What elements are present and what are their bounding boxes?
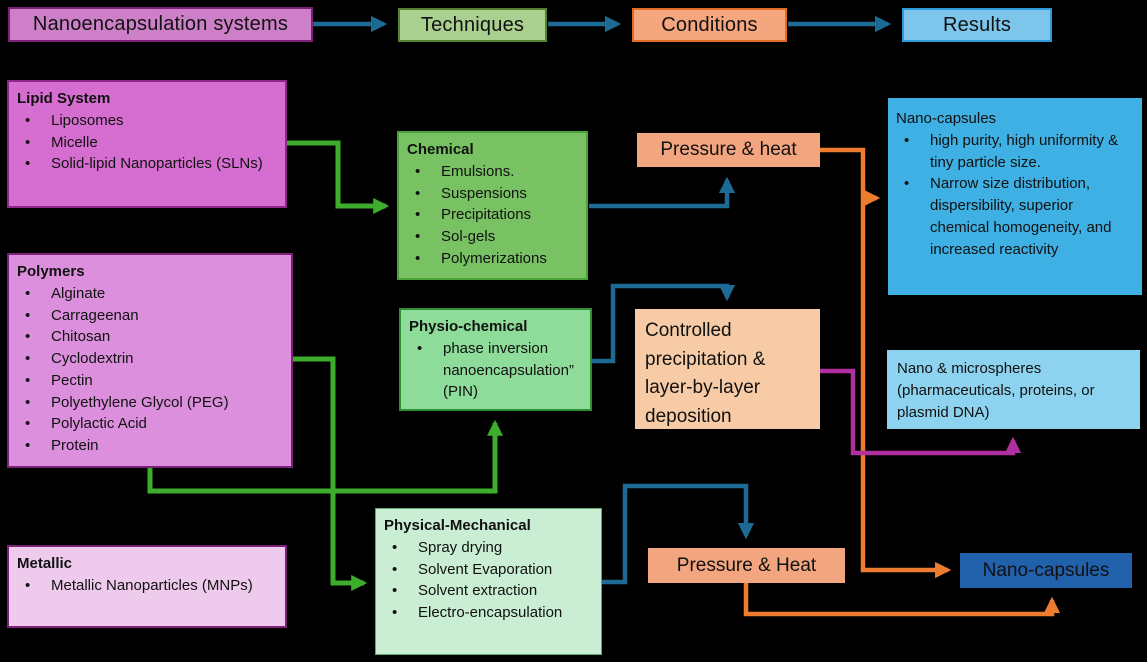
list-item: Protein bbox=[17, 435, 283, 457]
chemical-title: Chemical bbox=[407, 141, 474, 158]
arrow-physio-chemical-to-controlled-precipitation bbox=[592, 283, 736, 364]
list-item: Sol-gels bbox=[407, 226, 578, 248]
list-item: Spray drying bbox=[384, 537, 593, 559]
lipid-system-list: Liposomes Micelle Solid-lipid Nanopartic… bbox=[17, 110, 277, 175]
arrow-controlled-precipitation-to-nano-microspheres bbox=[820, 368, 1022, 456]
pressure-heat-top-label: Pressure & heat bbox=[660, 139, 797, 160]
header-conditions: Conditions bbox=[632, 8, 787, 42]
list-item: Chitosan bbox=[17, 326, 283, 348]
metallic-box: Metallic Metallic Nanoparticles (MNPs) bbox=[7, 545, 287, 628]
header-conditions-label: Conditions bbox=[661, 13, 758, 36]
physio-chemical-title: Physio-chemical bbox=[409, 318, 528, 335]
nano-capsules-detail-list: high purity, high uniformity & tiny part… bbox=[896, 130, 1134, 261]
metallic-title: Metallic bbox=[17, 555, 73, 572]
pressure-heat-bottom-label: Pressure & Heat bbox=[676, 554, 817, 576]
nano-microspheres-label: Nano & microspheres (pharmaceuticals, pr… bbox=[897, 360, 1095, 421]
physio-chemical-box: Physio-chemical phase inversion nanoenca… bbox=[399, 308, 592, 411]
arrow-polymers-to-physio-chemical bbox=[147, 419, 504, 494]
list-item: Pectin bbox=[17, 370, 283, 392]
nano-capsules-detail-box: Nano-capsules high purity, high uniformi… bbox=[888, 98, 1142, 295]
list-item: Solid-lipid Nanoparticles (SLNs) bbox=[17, 153, 277, 175]
polymers-list: Alginate Carrageenan Chitosan Cyclodextr… bbox=[17, 283, 283, 457]
list-item: Micelle bbox=[17, 132, 277, 154]
nano-capsules-dark-label: Nano-capsules bbox=[982, 559, 1110, 581]
chemical-list: Emulsions. Suspensions Precipitations So… bbox=[407, 161, 578, 270]
list-item: Suspensions bbox=[407, 183, 578, 205]
list-item: Electro-encapsulation bbox=[384, 602, 593, 624]
arrow-lipid-to-chemical bbox=[287, 140, 390, 215]
header-nanoencapsulation-systems: Nanoencapsulation systems bbox=[8, 7, 313, 42]
pressure-heat-top-box: Pressure & heat bbox=[637, 133, 820, 167]
physical-mechanical-title: Physical-Mechanical bbox=[384, 517, 531, 534]
physio-chemical-list: phase inversion nanoencapsulation” (PIN) bbox=[409, 338, 582, 403]
header-techniques-label: Techniques bbox=[420, 13, 525, 36]
header-systems-label: Nanoencapsulation systems bbox=[32, 13, 289, 35]
physical-mechanical-box: Physical-Mechanical Spray drying Solvent… bbox=[375, 508, 602, 655]
list-item: high purity, high uniformity & tiny part… bbox=[896, 130, 1134, 174]
controlled-precipitation-label: Controlled precipitation & layer-by-laye… bbox=[645, 320, 766, 427]
list-item: phase inversion nanoencapsulation” (PIN) bbox=[409, 338, 582, 403]
polymers-title: Polymers bbox=[17, 263, 85, 280]
list-item: Precipitations bbox=[407, 204, 578, 226]
list-item: Narrow size distribution, dispersibility… bbox=[896, 173, 1134, 260]
header-results: Results bbox=[902, 8, 1052, 42]
nano-capsules-detail-title: Nano-capsules bbox=[896, 110, 997, 127]
list-item: Polylactic Acid bbox=[17, 413, 283, 435]
list-item: Metallic Nanoparticles (MNPs) bbox=[17, 575, 277, 597]
nano-microspheres-box: Nano & microspheres (pharmaceuticals, pr… bbox=[887, 350, 1140, 429]
chemical-box: Chemical Emulsions. Suspensions Precipit… bbox=[397, 131, 588, 280]
physical-mechanical-list: Spray drying Solvent Evaporation Solvent… bbox=[384, 537, 593, 624]
list-item: Cyclodextrin bbox=[17, 348, 283, 370]
arrow-polymers-to-physical-mechanical bbox=[293, 356, 368, 592]
lipid-system-box: Lipid System Liposomes Micelle Solid-lip… bbox=[7, 80, 287, 208]
list-item: Polymerizations bbox=[407, 248, 578, 270]
arrow-pressure-heat-bottom-to-nano-capsules-dark bbox=[743, 583, 1061, 617]
list-item: Solvent extraction bbox=[384, 580, 593, 602]
pressure-heat-bottom-box: Pressure & Heat bbox=[648, 548, 845, 583]
arrow-pressure-heat-top-to-nano-capsules-dark bbox=[820, 147, 952, 579]
list-item: Emulsions. bbox=[407, 161, 578, 183]
header-techniques: Techniques bbox=[398, 8, 547, 42]
nano-capsules-dark-box: Nano-capsules bbox=[960, 553, 1132, 588]
arrow-physical-mechanical-to-pressure-heat-bottom bbox=[602, 483, 755, 585]
list-item: Liposomes bbox=[17, 110, 277, 132]
list-item: Carrageenan bbox=[17, 305, 283, 327]
metallic-list: Metallic Nanoparticles (MNPs) bbox=[17, 575, 277, 597]
list-item: Polyethylene Glycol (PEG) bbox=[17, 392, 283, 414]
arrow-chemical-to-pressure-heat-top bbox=[589, 176, 736, 209]
lipid-system-title: Lipid System bbox=[17, 90, 111, 107]
controlled-precipitation-box: Controlled precipitation & layer-by-laye… bbox=[635, 309, 820, 429]
polymers-box: Polymers Alginate Carrageenan Chitosan C… bbox=[7, 253, 293, 468]
header-results-label: Results bbox=[942, 13, 1012, 36]
list-item: Alginate bbox=[17, 283, 283, 305]
list-item: Solvent Evaporation bbox=[384, 559, 593, 581]
